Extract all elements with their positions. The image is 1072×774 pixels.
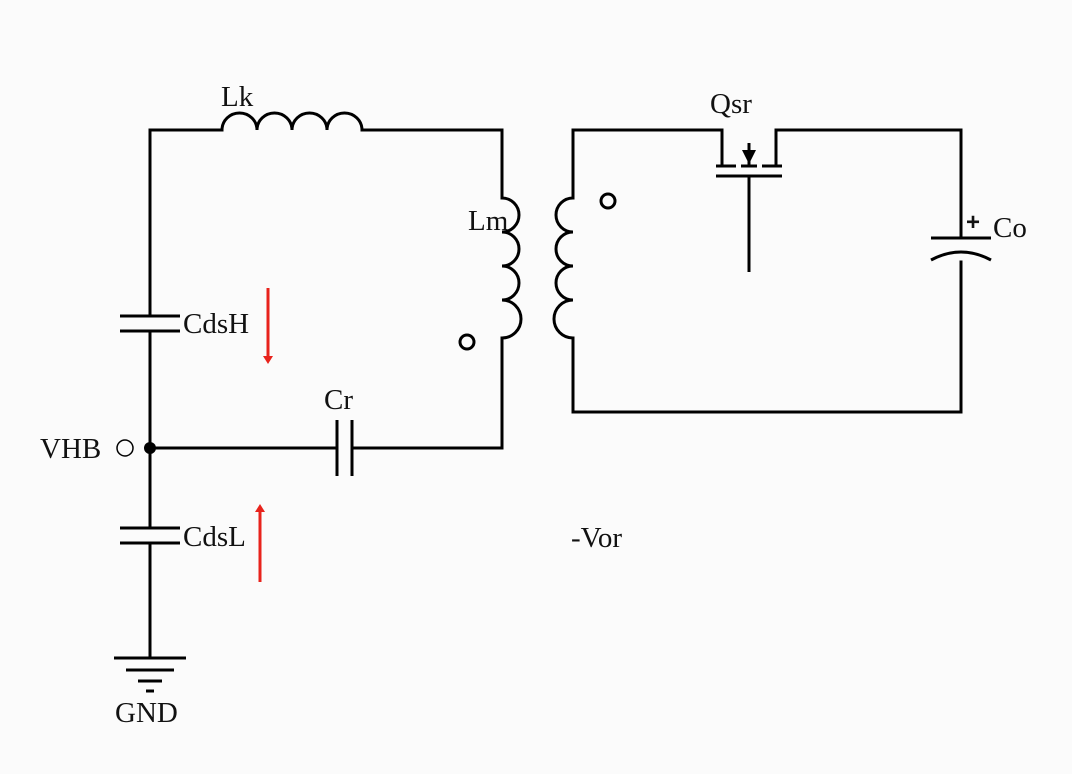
- label-gnd: GND: [115, 697, 178, 729]
- label-vhb: VHB: [40, 433, 101, 465]
- wire-right-primary: [350, 336, 504, 450]
- polarity-dot-secondary: [599, 192, 617, 210]
- vhb-terminal: [116, 439, 134, 457]
- inductor-lk: [220, 111, 364, 132]
- wire-secondary-left-bottom: [571, 260, 963, 414]
- inductor-secondary: [552, 196, 575, 340]
- cap-co-plate-bottom: [930, 250, 992, 262]
- wire-top-right: [360, 128, 504, 200]
- label-lk: Lk: [221, 81, 254, 113]
- label-vor: -Vor: [571, 522, 622, 554]
- wire-secondary-left-top: [571, 128, 724, 200]
- label-qsr: Qsr: [710, 88, 752, 120]
- label-lm: Lm: [468, 205, 509, 237]
- label-cdsl: CdsL: [183, 521, 246, 553]
- wire-qsr-to-co: [774, 128, 963, 240]
- label-cr: Cr: [324, 384, 353, 416]
- label-co: Co: [993, 212, 1027, 244]
- label-cdsh: CdsH: [183, 308, 249, 340]
- qsr-body-arrow-icon: [742, 150, 756, 164]
- co-plus-sign: +: [966, 209, 980, 236]
- polarity-dot-primary: [458, 333, 476, 351]
- inductor-lm: [500, 196, 523, 340]
